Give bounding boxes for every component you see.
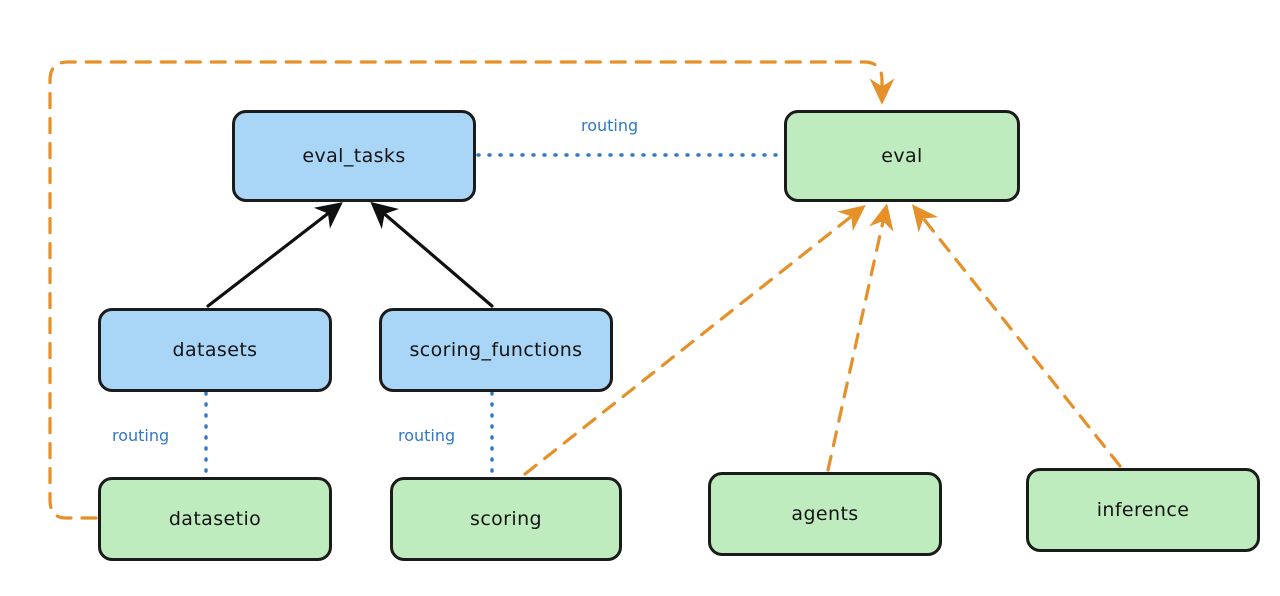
edge-label-routing-datasets-datasetio: routing [112, 426, 170, 445]
edge-agents-to-eval [826, 203, 894, 472]
node-label-scoring: scoring [470, 508, 542, 530]
node-scoring-functions[interactable]: scoring_functions [379, 308, 613, 392]
edge-scoring-functions-to-eval-tasks [370, 201, 494, 308]
node-label-agents: agents [791, 503, 859, 525]
node-datasets[interactable]: datasets [98, 308, 332, 392]
edge-label-routing-scoring-functions-scoring: routing [398, 426, 456, 445]
node-eval[interactable]: eval [784, 110, 1020, 202]
node-label-scoring-functions: scoring_functions [409, 339, 583, 361]
edge-label-routing-eval-tasks-eval: routing [581, 116, 639, 135]
edge-scoring-to-eval [523, 205, 866, 476]
node-eval-tasks[interactable]: eval_tasks [232, 110, 476, 202]
node-agents[interactable]: agents [708, 472, 942, 556]
node-label-inference: inference [1096, 499, 1190, 521]
node-scoring[interactable]: scoring [390, 477, 622, 561]
node-datasetio[interactable]: datasetio [98, 477, 332, 561]
node-inference[interactable]: inference [1026, 468, 1260, 552]
edge-inference-to-eval [912, 204, 1122, 468]
node-label-datasetio: datasetio [168, 508, 262, 530]
node-label-eval-tasks: eval_tasks [302, 145, 406, 167]
edge-datasets-to-eval-tasks [206, 202, 343, 308]
node-label-eval: eval [881, 145, 923, 167]
node-label-datasets: datasets [172, 339, 258, 361]
